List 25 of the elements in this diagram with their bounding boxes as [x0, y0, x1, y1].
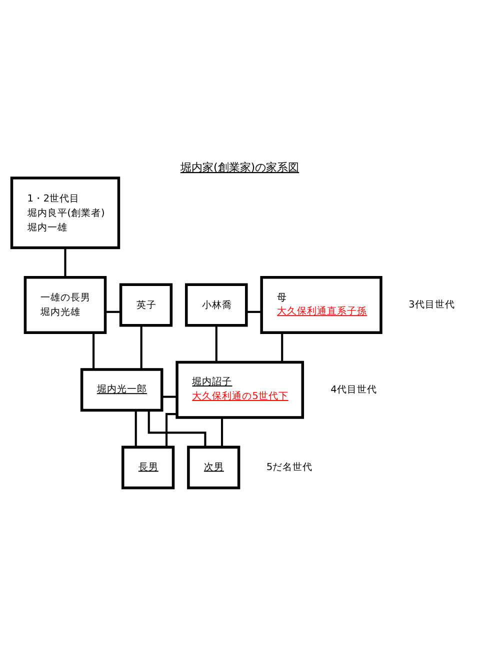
connector: [280, 332, 283, 362]
connector: [140, 326, 142, 370]
connector: [64, 248, 66, 278]
node-box: 長男: [121, 446, 174, 490]
connector: [164, 413, 177, 448]
connector: [147, 410, 206, 448]
node-box: 小林喬: [184, 283, 248, 327]
node-box: 堀内詔子 大久保利通の5世代下: [175, 360, 304, 419]
label: 5だ名世代: [266, 462, 312, 474]
connector: [246, 310, 261, 313]
node-box: 母 大久保利通直系子孫: [260, 276, 382, 334]
node-box: 1・2世代目 堀内良平(創業者) 堀内一雄: [10, 176, 120, 250]
connector: [104, 310, 120, 313]
connector: [214, 326, 217, 362]
connector: [92, 332, 94, 370]
label: 3代目世代: [408, 300, 454, 311]
node-box: 次男: [186, 446, 240, 490]
node-box: 堀内光一郎: [80, 368, 163, 412]
diagram-title: 堀内家(創業家)の家系図: [180, 161, 299, 174]
node-box: 一雄の長男 堀内光雄: [23, 276, 106, 334]
connector: [134, 410, 136, 448]
node-box: 英子: [118, 283, 172, 327]
label: 4代目世代: [330, 384, 376, 396]
connector: [220, 418, 223, 447]
connector: [162, 396, 176, 398]
